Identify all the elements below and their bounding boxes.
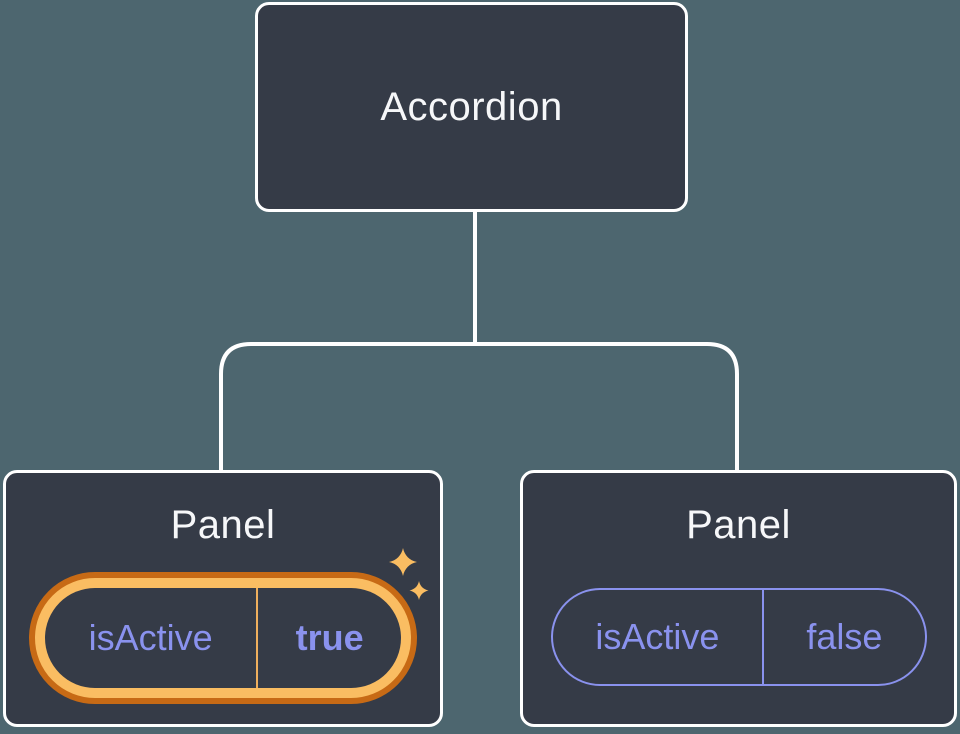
prop-name-label: isActive: [595, 616, 720, 657]
sparkle-star-small: [409, 581, 429, 600]
panel-node-label: Panel: [170, 503, 276, 547]
panel-node-label: Panel: [686, 503, 791, 547]
prop-value-label: true: [295, 617, 364, 658]
state-pill-active-inner: isActive true: [45, 588, 401, 688]
panel-node-active: Panel isActive true: [3, 470, 443, 727]
prop-value-label: false: [806, 616, 883, 657]
pill-divider: [256, 588, 259, 688]
accordion-node-label: Accordion: [380, 85, 563, 129]
sparkles-icon: [389, 548, 429, 600]
accordion-node: Accordion: [255, 2, 688, 212]
pill-divider: [762, 590, 765, 684]
state-pill-active: isActive true: [29, 572, 417, 704]
connector-bracket: [219, 342, 739, 472]
sparkle-star-large: [389, 548, 417, 576]
prop-name-label: isActive: [88, 617, 213, 658]
panel-node-inactive: Panel isActive false: [520, 470, 957, 727]
state-pill-inactive: isActive false: [550, 588, 927, 686]
